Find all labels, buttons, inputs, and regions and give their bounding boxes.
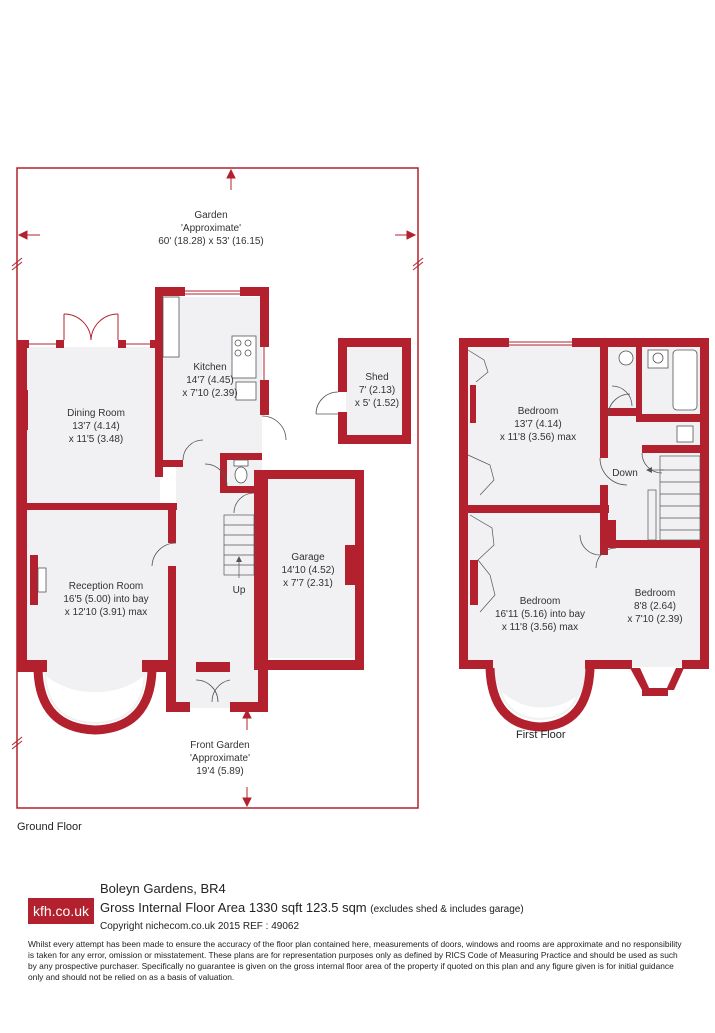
reception-room-name: Reception Room [69,581,143,592]
reception-room-dims2: x 12'10 (3.91) max [65,607,148,618]
bedroom-2-name: Bedroom [520,596,561,607]
shed-dims2: x 5' (1.52) [355,398,399,409]
bedroom-2-dims1: 16'11 (5.16) into bay [495,609,585,620]
bedroom-3-dims1: 8'8 (2.64) [634,601,676,612]
gia-value: Gross Internal Floor Area 1330 sqft 123.… [100,900,367,915]
kitchen-name: Kitchen [193,362,226,373]
dining-room-label: Dining Room 13'7 (4.14) x 11'5 (3.48) [67,408,125,445]
gia-note: (excludes shed & includes garage) [370,904,524,915]
front-garden-dims: 19'4 (5.89) [196,766,244,777]
kitchen-dims1: 14'7 (4.45) [186,375,234,386]
shed-name: Shed [365,372,388,383]
garage-dims2: x 7'7 (2.31) [283,578,333,589]
gross-internal-area: Gross Internal Floor Area 1330 sqft 123.… [100,900,524,915]
bedroom-1-label: Bedroom 13'7 (4.14) x 11'8 (3.56) max [500,406,576,443]
garden-label: Garden 'Approximate' 60' (18.28) x 53' (… [158,210,264,247]
kitchen-label: Kitchen 14'7 (4.45) x 7'10 (2.39) [182,362,237,399]
garden-note: 'Approximate' [181,223,241,234]
bedroom-3-name: Bedroom [635,588,676,599]
bedroom-1-dims1: 13'7 (4.14) [514,419,562,430]
first-floor-plan [459,338,709,732]
kitchen-dims2: x 7'10 (2.39) [182,388,237,399]
shed-dims1: 7' (2.13) [359,385,395,396]
first-floor-title: First Floor [516,729,566,741]
ground-floor-plan [17,287,411,735]
bedroom-3-dims2: x 7'10 (2.39) [627,614,682,625]
kfh-logo[interactable]: kfh.co.uk [28,898,94,924]
property-address: Boleyn Gardens, BR4 [100,881,226,896]
bedroom-1-name: Bedroom [518,406,559,417]
front-garden-note: 'Approximate' [190,753,250,764]
dining-room-dims2: x 11'5 (3.48) [69,434,124,445]
bedroom-1-dims2: x 11'8 (3.56) max [500,432,576,443]
bedroom-2-dims2: x 11'8 (3.56) max [502,622,578,633]
copyright-text: Copyright nichecom.co.uk 2015 REF : 4906… [100,921,299,932]
garage-label: Garage 14'10 (4.52) x 7'7 (2.31) [281,552,334,589]
bedroom-2-label: Bedroom 16'11 (5.16) into bay x 11'8 (3.… [495,596,585,633]
front-garden-name: Front Garden [190,740,249,751]
ground-floor-title: Ground Floor [17,821,82,833]
floor-plan: Garden 'Approximate' 60' (18.28) x 53' (… [11,167,709,833]
front-garden-label: Front Garden 'Approximate' 19'4 (5.89) [190,740,250,777]
garage-dims1: 14'10 (4.52) [281,565,334,576]
shed-label: Shed 7' (2.13) x 5' (1.52) [355,372,399,409]
garden-dimension-arrows [17,168,417,808]
stairs-up-label: Up [233,585,246,596]
garden-name: Garden [194,210,227,221]
disclaimer-text: Whilst every attempt has been made to en… [28,939,682,982]
garden-dims: 60' (18.28) x 53' (16.15) [158,236,264,247]
bedroom-3-label: Bedroom 8'8 (2.64) x 7'10 (2.39) [627,588,682,625]
garage-name: Garage [291,552,325,563]
reception-room-dims1: 16'5 (5.00) into bay [63,594,148,605]
stairs-down-label: Down [612,468,638,479]
dining-room-name: Dining Room [67,408,125,419]
boundary-break-marks [11,257,424,750]
dining-room-dims1: 13'7 (4.14) [72,421,120,432]
reception-room-label: Reception Room 16'5 (5.00) into bay x 12… [63,581,148,618]
